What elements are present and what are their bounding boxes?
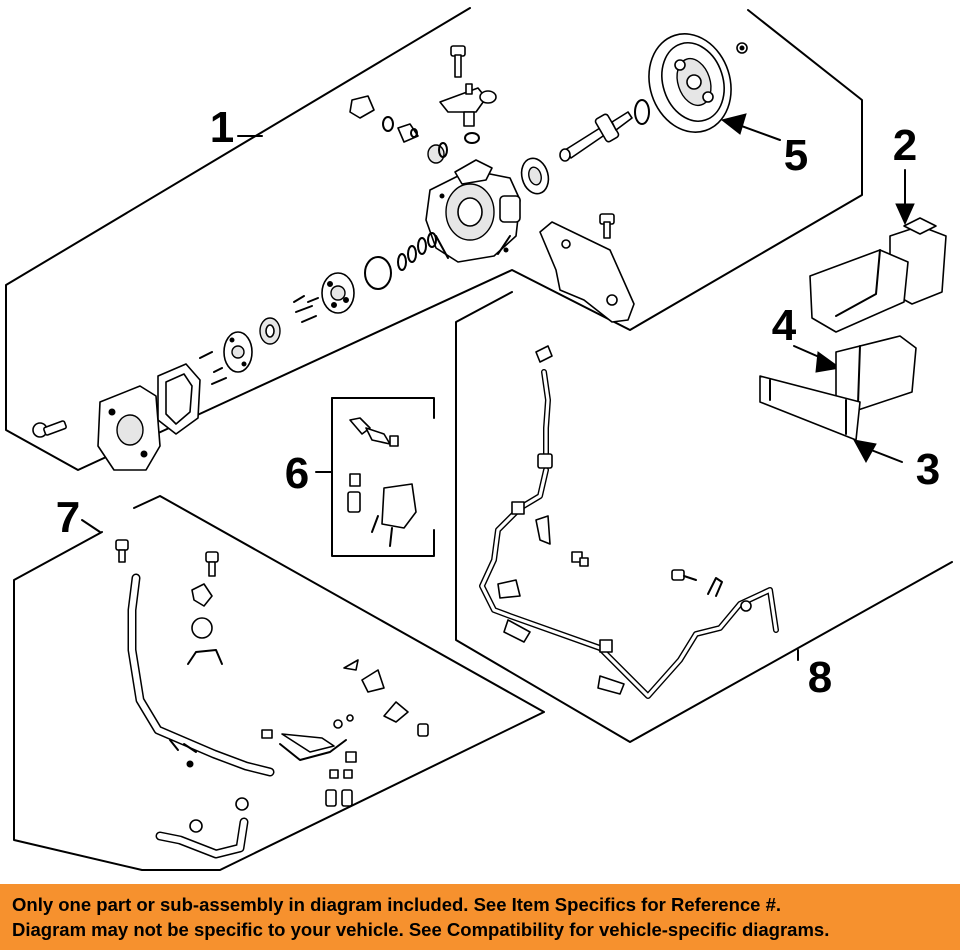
flow-valve-parts: [349, 95, 448, 164]
housing-parts: [32, 363, 201, 471]
pressure-line-group: [455, 291, 953, 743]
callout-5-leader: [735, 123, 781, 141]
callout-6: 6: [285, 449, 309, 498]
fitting-part: [439, 45, 497, 144]
callout-2: 2: [893, 121, 917, 170]
callout-5: 5: [784, 131, 808, 180]
callout-8: 8: [808, 653, 832, 702]
shaft-part: [559, 99, 650, 162]
disclaimer-line-1: Only one part or sub-assembly in diagram…: [12, 894, 782, 915]
callout-7: 7: [56, 493, 80, 542]
pump-body-part: [425, 159, 521, 263]
callout-5-arrowhead: [720, 113, 747, 135]
callout-1: 1: [210, 103, 234, 152]
clamp-group: [315, 397, 435, 557]
disclaimer-banner: Only one part or sub-assembly in diagram…: [0, 884, 960, 950]
reservoir-group: [759, 169, 947, 464]
rotor-parts: [199, 272, 355, 385]
reservoir-part: [809, 217, 947, 333]
pulley-part: [648, 33, 748, 133]
return-hose-group: [13, 495, 545, 871]
pump-bracket-part: [539, 213, 635, 323]
disclaimer-line-2: Diagram may not be specific to your vehi…: [12, 919, 830, 940]
seal-part: [364, 157, 550, 290]
pump-assembly-group: [5, 7, 863, 471]
callout-3: 3: [916, 445, 940, 494]
exploded-parts-diagram: 1 2 3 4 5 6 7 8: [5, 7, 953, 871]
pump-group-outline: [5, 7, 863, 471]
callout-4: 4: [772, 301, 797, 350]
